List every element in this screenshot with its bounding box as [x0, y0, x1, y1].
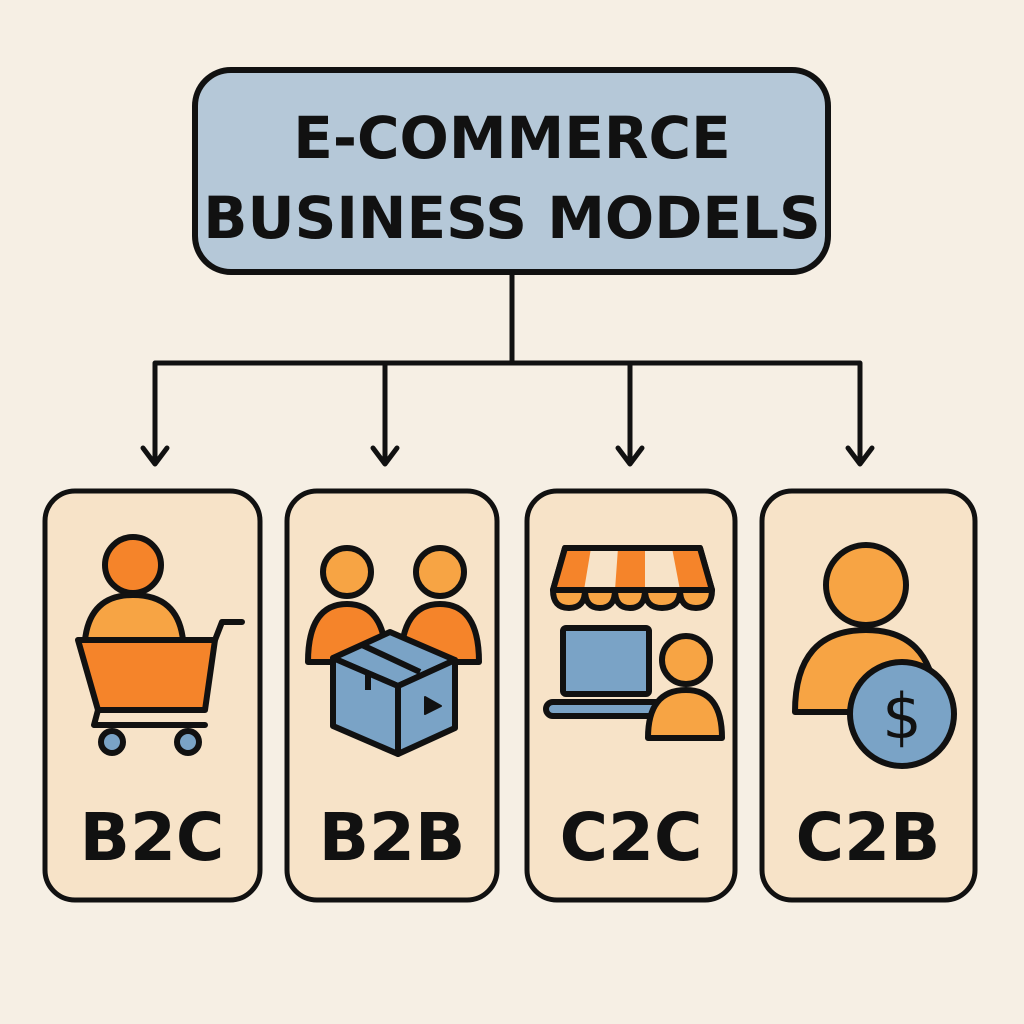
model-label-b2b: B2B	[319, 799, 466, 876]
business-package-icon	[305, 545, 482, 757]
card-c2b: $ C2B	[759, 488, 978, 903]
card-c2c: C2C	[524, 488, 738, 903]
connectors	[140, 270, 875, 467]
person-dollar-icon: $	[792, 542, 957, 769]
title-line-1: E-COMMERCE	[293, 104, 730, 172]
title-line-2: BUSINESS MODELS	[203, 184, 820, 252]
marketplace-laptop-icon	[543, 545, 725, 741]
dollar-sign-icon: $	[882, 680, 921, 753]
model-label-c2c: C2C	[560, 799, 703, 876]
shopper-cart-icon	[75, 534, 245, 756]
model-label-b2c: B2C	[80, 799, 225, 876]
model-label-c2b: C2B	[796, 799, 941, 876]
title-box: E-COMMERCE BUSINESS MODELS	[192, 67, 831, 275]
card-b2b: B2B	[284, 488, 500, 903]
card-b2c: B2C	[42, 488, 263, 903]
